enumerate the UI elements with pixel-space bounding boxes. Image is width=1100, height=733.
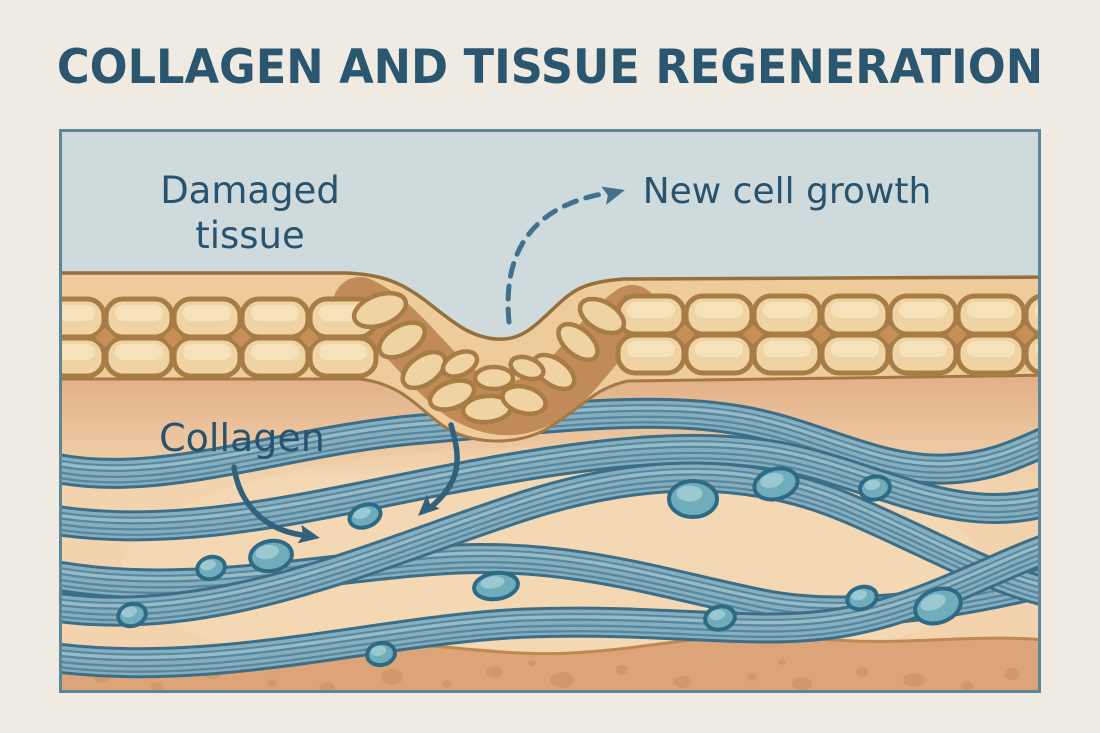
- collagen-arrow-left: [231, 464, 320, 544]
- new-cell-growth-arrow: [505, 186, 625, 325]
- epithelial-cells-left: [62, 296, 379, 379]
- epidermis-cell-layer: [62, 271, 1038, 443]
- diagram-panel: Damaged tissue New cell growth Collagen: [59, 129, 1041, 693]
- regenerating-cells-wound: [351, 290, 627, 425]
- epidermis-base-line: [62, 373, 1038, 443]
- tissue-illustration: [62, 132, 1038, 690]
- collagen-arrow-right: [418, 422, 460, 516]
- page-title: COLLAGEN AND TISSUE REGENERATION: [56, 40, 1044, 95]
- annotation-arrows: [231, 186, 625, 544]
- skin-surface-line: [62, 271, 1038, 341]
- epithelial-cells-right: [615, 293, 1038, 376]
- fibroblast-cells: [116, 466, 963, 668]
